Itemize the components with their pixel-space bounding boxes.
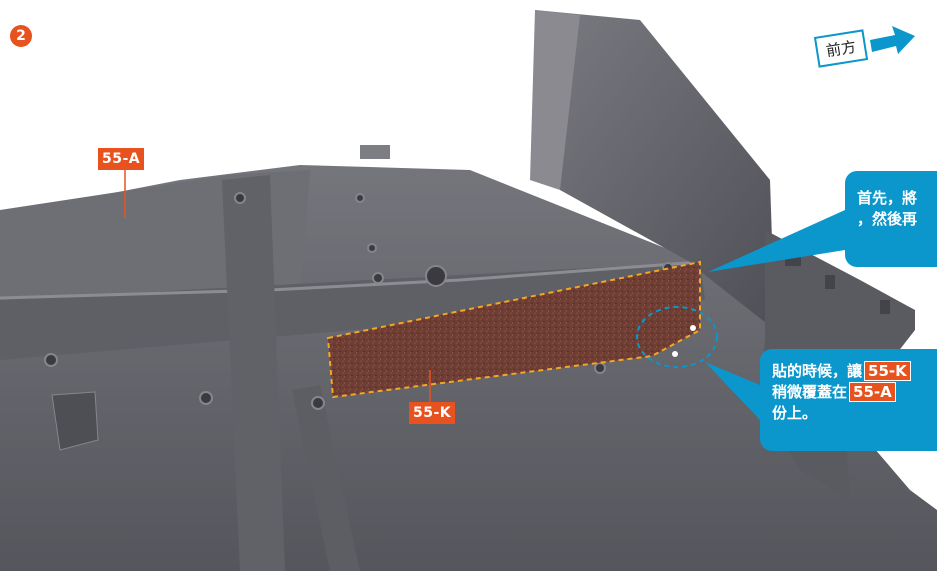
sticker-55-k bbox=[328, 262, 700, 397]
overlap-highlight-circle bbox=[636, 306, 718, 368]
step-number-badge: 2 bbox=[10, 25, 32, 47]
callout-bottom-line-3: 份上。 bbox=[772, 404, 818, 422]
callout-top-line-1: 首先，將 bbox=[857, 189, 918, 207]
right-wall bbox=[535, 10, 775, 330]
callout-bottom-text-1: 貼的時候，讓 bbox=[772, 362, 863, 380]
part-tag-55-a: 55-A bbox=[98, 148, 145, 170]
part-tag-55-k: 55-K bbox=[409, 402, 456, 424]
callout-top: 首先，將 ，然後再 bbox=[845, 171, 937, 267]
callout-pointer-bottom bbox=[705, 362, 760, 420]
callout-pointer-top bbox=[708, 210, 845, 272]
callout-top-line-2: ，然後再 bbox=[857, 210, 918, 228]
forward-arrow-icon bbox=[870, 26, 915, 54]
callout-bottom-text-2: 稍微覆蓋在 bbox=[772, 383, 848, 401]
inline-part-tag-55-a: 55-A bbox=[849, 382, 896, 402]
sticker-outline bbox=[326, 260, 701, 399]
center-rail bbox=[0, 262, 705, 360]
inline-part-tag-55-k: 55-K bbox=[864, 361, 911, 381]
